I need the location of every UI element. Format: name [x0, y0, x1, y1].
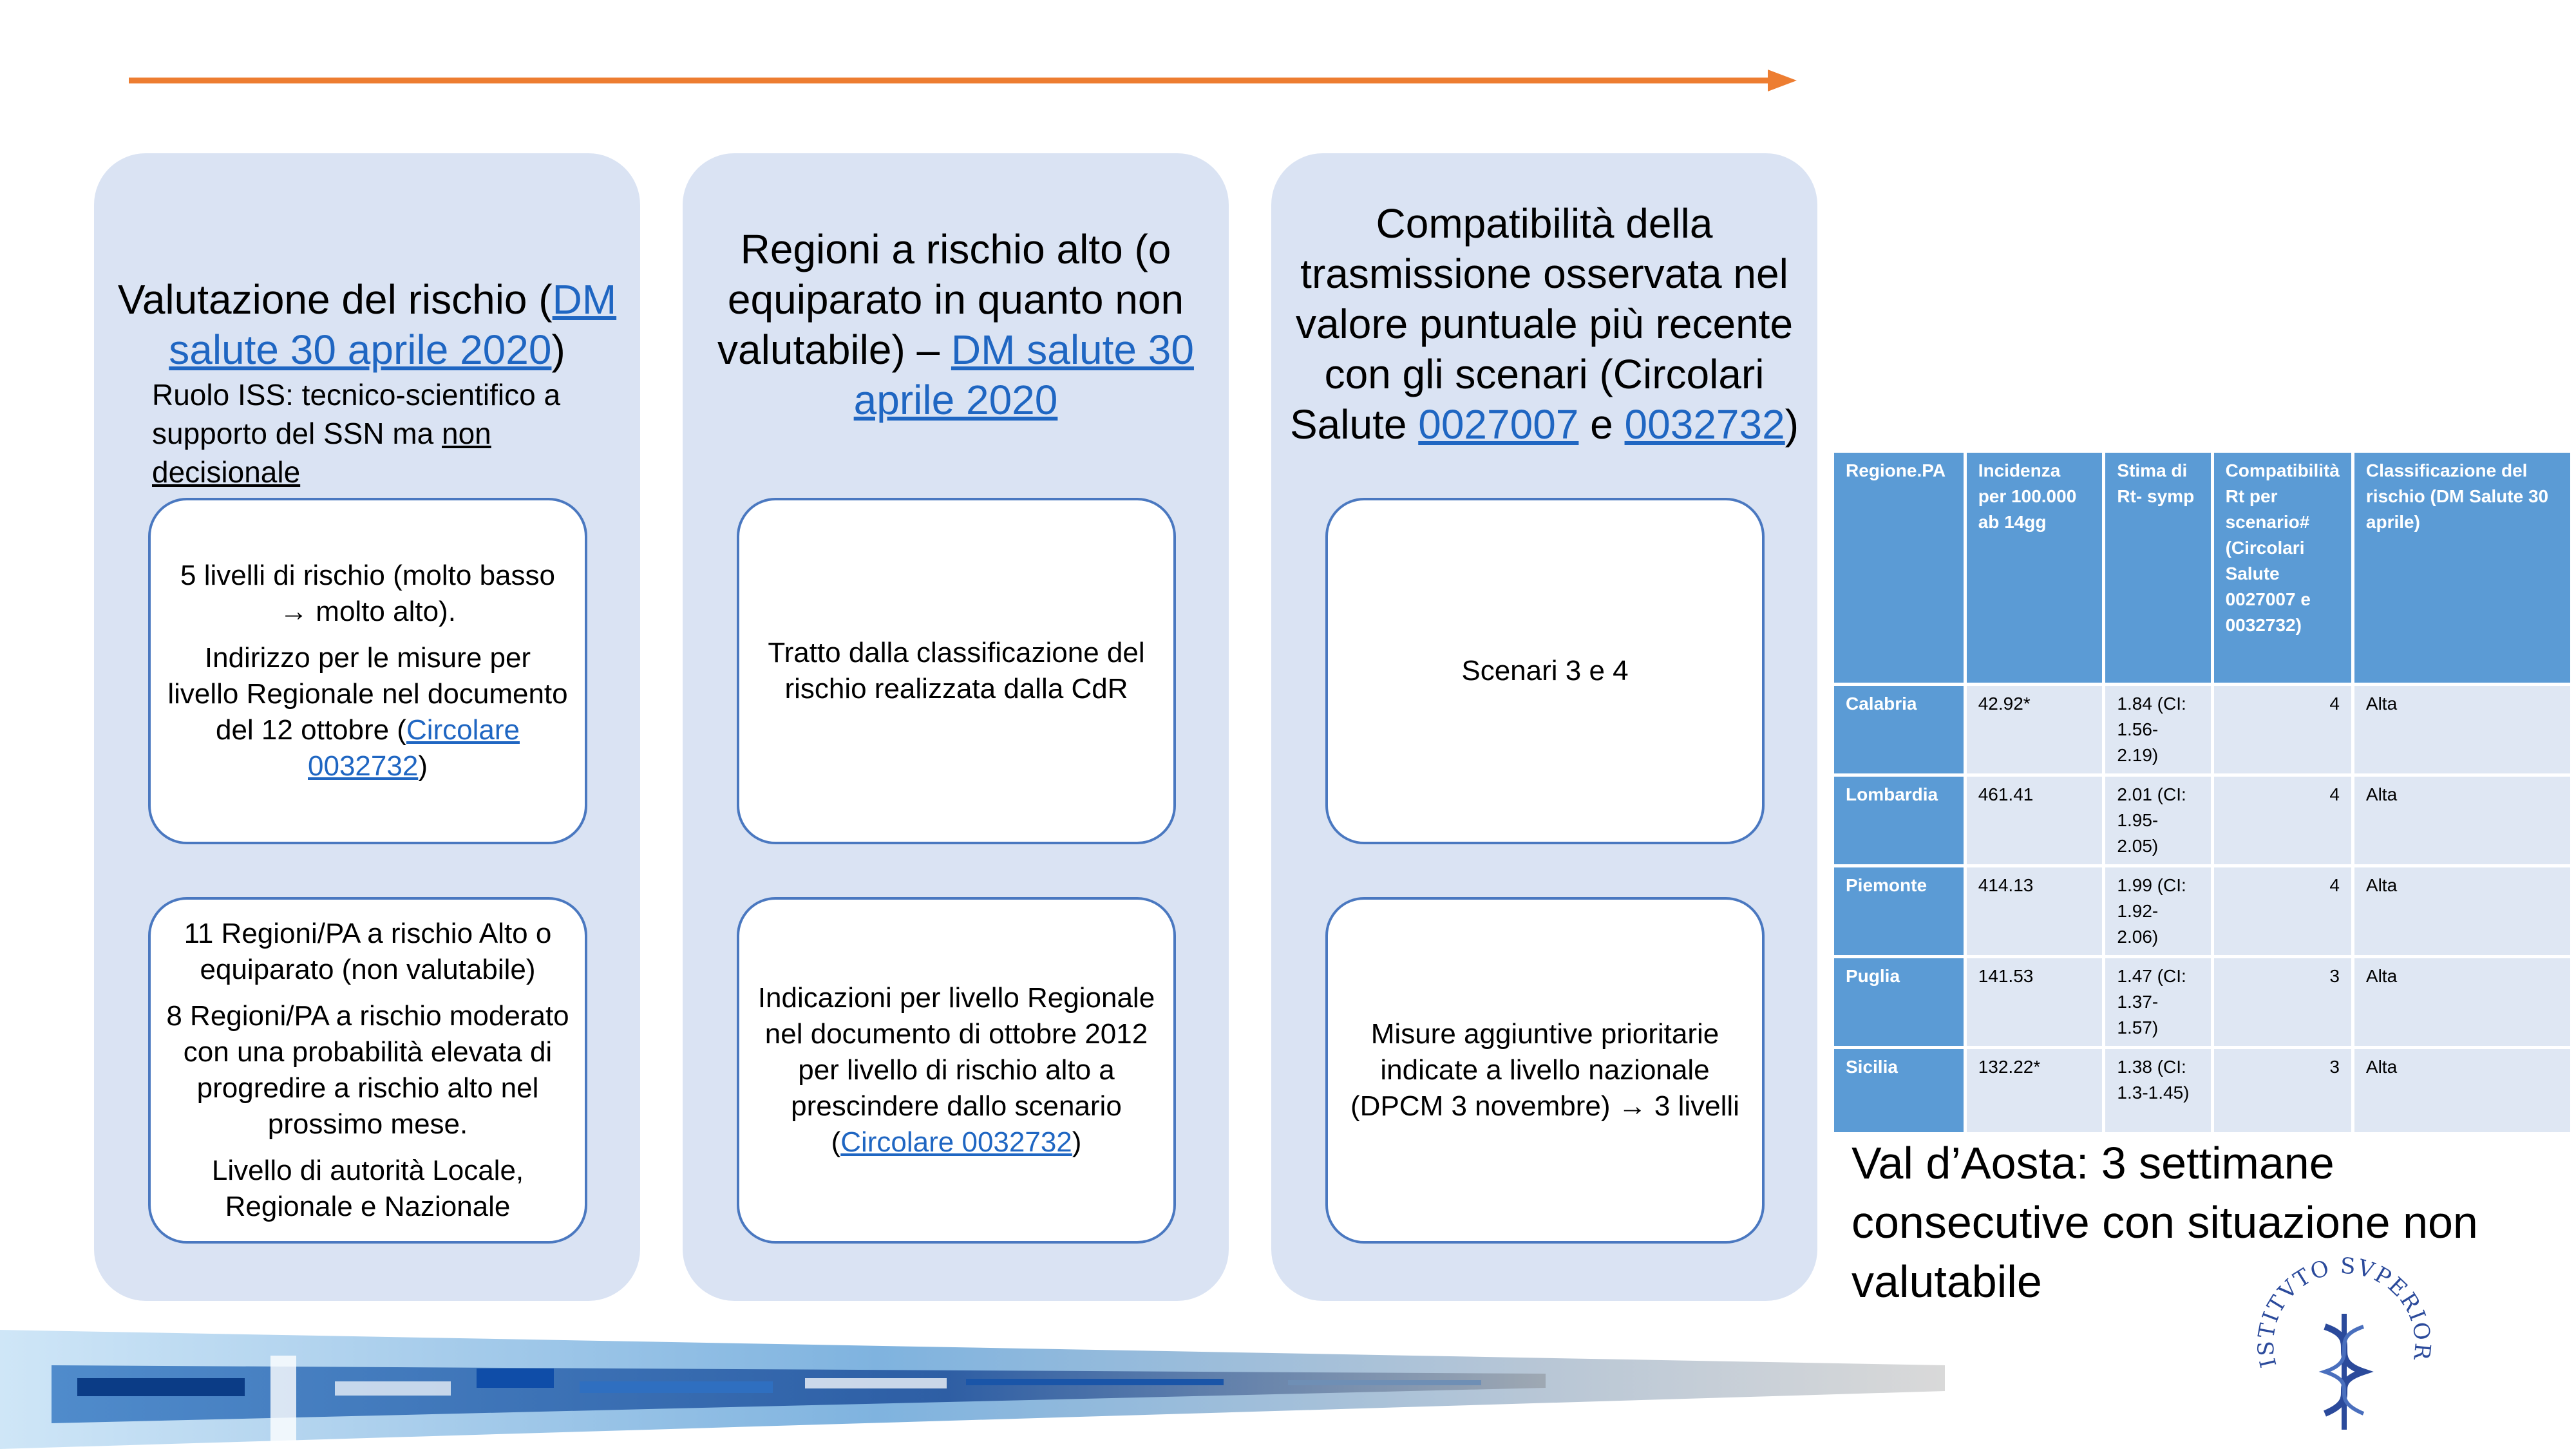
column-high-risk-regions: Regioni a rischio alto (o equiparato in … [683, 153, 1229, 1301]
decorative-banner [0, 1330, 1945, 1449]
dm-salute-link[interactable]: DM salute 30 aprile 2020 [853, 327, 1194, 423]
circolare-link[interactable]: Circolare 0032732 [840, 1126, 1072, 1158]
table-row: Lombardia 461.41 2.01 (CI: 1.95-2.05) 4 … [1831, 773, 2574, 867]
rt-cell: 1.38 (CI: 1.3-1.45) [2102, 1046, 2214, 1135]
regional-indications-box: Indicazioni per livello Regionale nel do… [737, 897, 1176, 1244]
scenarios-box: Scenari 3 e 4 [1325, 498, 1765, 844]
risk-levels-box: 5 livelli di rischio (molto basso → molt… [148, 498, 587, 844]
iss-logo: ISTITVTO SVPERIORE DI SANITÀ [2248, 1256, 2434, 1430]
region-cell: Piemonte [1831, 864, 1967, 958]
column-title: Regioni a rischio alto (o equiparato in … [717, 226, 1194, 423]
timeline-arrow [129, 70, 1797, 91]
table-row: Calabria 42.92* 1.84 (CI: 1.56-2.19) 4 A… [1831, 683, 2574, 777]
scenario-cell: 4 [2210, 864, 2354, 958]
header-cell: Classificazione del rischio (DM Salute 3… [2351, 450, 2574, 686]
circolare-0032732-link[interactable]: 0032732 [1624, 401, 1785, 448]
column-title: Compatibilità della trasmissione osserva… [1289, 200, 1799, 448]
region-cell: Calabria [1831, 683, 1967, 777]
incidence-cell: 461.41 [1963, 773, 2106, 867]
region-cell: Sicilia [1831, 1046, 1967, 1135]
circolare-0027007-link[interactable]: 0027007 [1418, 401, 1579, 448]
circolare-link[interactable]: Circolare 0032732 [308, 714, 520, 782]
header-cell: Incidenza per 100.000 ab 14gg [1963, 450, 2106, 686]
additional-measures-box: Misure aggiuntive prioritarie indicate a… [1325, 897, 1765, 1244]
header-cell: Compatibilità Rt per scenario# (Circolar… [2210, 450, 2354, 686]
iss-role-text: Ruolo ISS: tecnico-scientifico a support… [152, 378, 561, 489]
regions-table: Regione.PA Incidenza per 100.000 ab 14gg… [1831, 450, 2574, 1135]
region-cell: Lombardia [1831, 773, 1967, 867]
scenario-cell: 4 [2210, 683, 2354, 777]
column-risk-assessment: Valutazione del rischio (DM salute 30 ap… [94, 153, 640, 1301]
table-row: Puglia 141.53 1.47 (CI: 1.37-1.57) 3 Alt… [1831, 955, 2574, 1049]
rt-cell: 1.47 (CI: 1.37-1.57) [2102, 955, 2214, 1049]
classification-source-box: Tratto dalla classificazione del rischio… [737, 498, 1176, 844]
column-title: Valutazione del rischio (DM salute 30 ap… [117, 276, 617, 373]
column-scenario-compatibility: Compatibilità della trasmissione osserva… [1271, 153, 1817, 1301]
incidence-cell: 42.92* [1963, 683, 2106, 777]
incidence-cell: 414.13 [1963, 864, 2106, 958]
dm-salute-link[interactable]: DM salute 30 aprile 2020 [169, 276, 617, 373]
header-cell: Regione.PA [1831, 450, 1967, 686]
table-row: Sicilia 132.22* 1.38 (CI: 1.3-1.45) 3 Al… [1831, 1046, 2574, 1135]
rt-cell: 1.99 (CI: 1.92-2.06) [2102, 864, 2214, 958]
risk-class-cell: Alta [2351, 683, 2574, 777]
risk-class-cell: Alta [2351, 773, 2574, 867]
rt-cell: 2.01 (CI: 1.95-2.05) [2102, 773, 2214, 867]
incidence-cell: 141.53 [1963, 955, 2106, 1049]
risk-class-cell: Alta [2351, 864, 2574, 958]
region-cell: Puglia [1831, 955, 1967, 1049]
table-row: Piemonte 414.13 1.99 (CI: 1.92-2.06) 4 A… [1831, 864, 2574, 958]
scenario-cell: 3 [2210, 955, 2354, 1049]
regions-summary-box: 11 Regioni/PA a rischio Alto o equiparat… [148, 897, 587, 1244]
rt-cell: 1.84 (CI: 1.56-2.19) [2102, 683, 2214, 777]
risk-class-cell: Alta [2351, 1046, 2574, 1135]
val-daosta-note: Val d’Aosta: 3 settimane consecutive con… [1852, 1138, 2478, 1307]
risk-class-cell: Alta [2351, 955, 2574, 1049]
scenario-cell: 4 [2210, 773, 2354, 867]
incidence-cell: 132.22* [1963, 1046, 2106, 1135]
scenario-cell: 3 [2210, 1046, 2354, 1135]
table-header-row: Regione.PA Incidenza per 100.000 ab 14gg… [1831, 450, 2574, 686]
header-cell: Stima di Rt- symp [2102, 450, 2214, 686]
